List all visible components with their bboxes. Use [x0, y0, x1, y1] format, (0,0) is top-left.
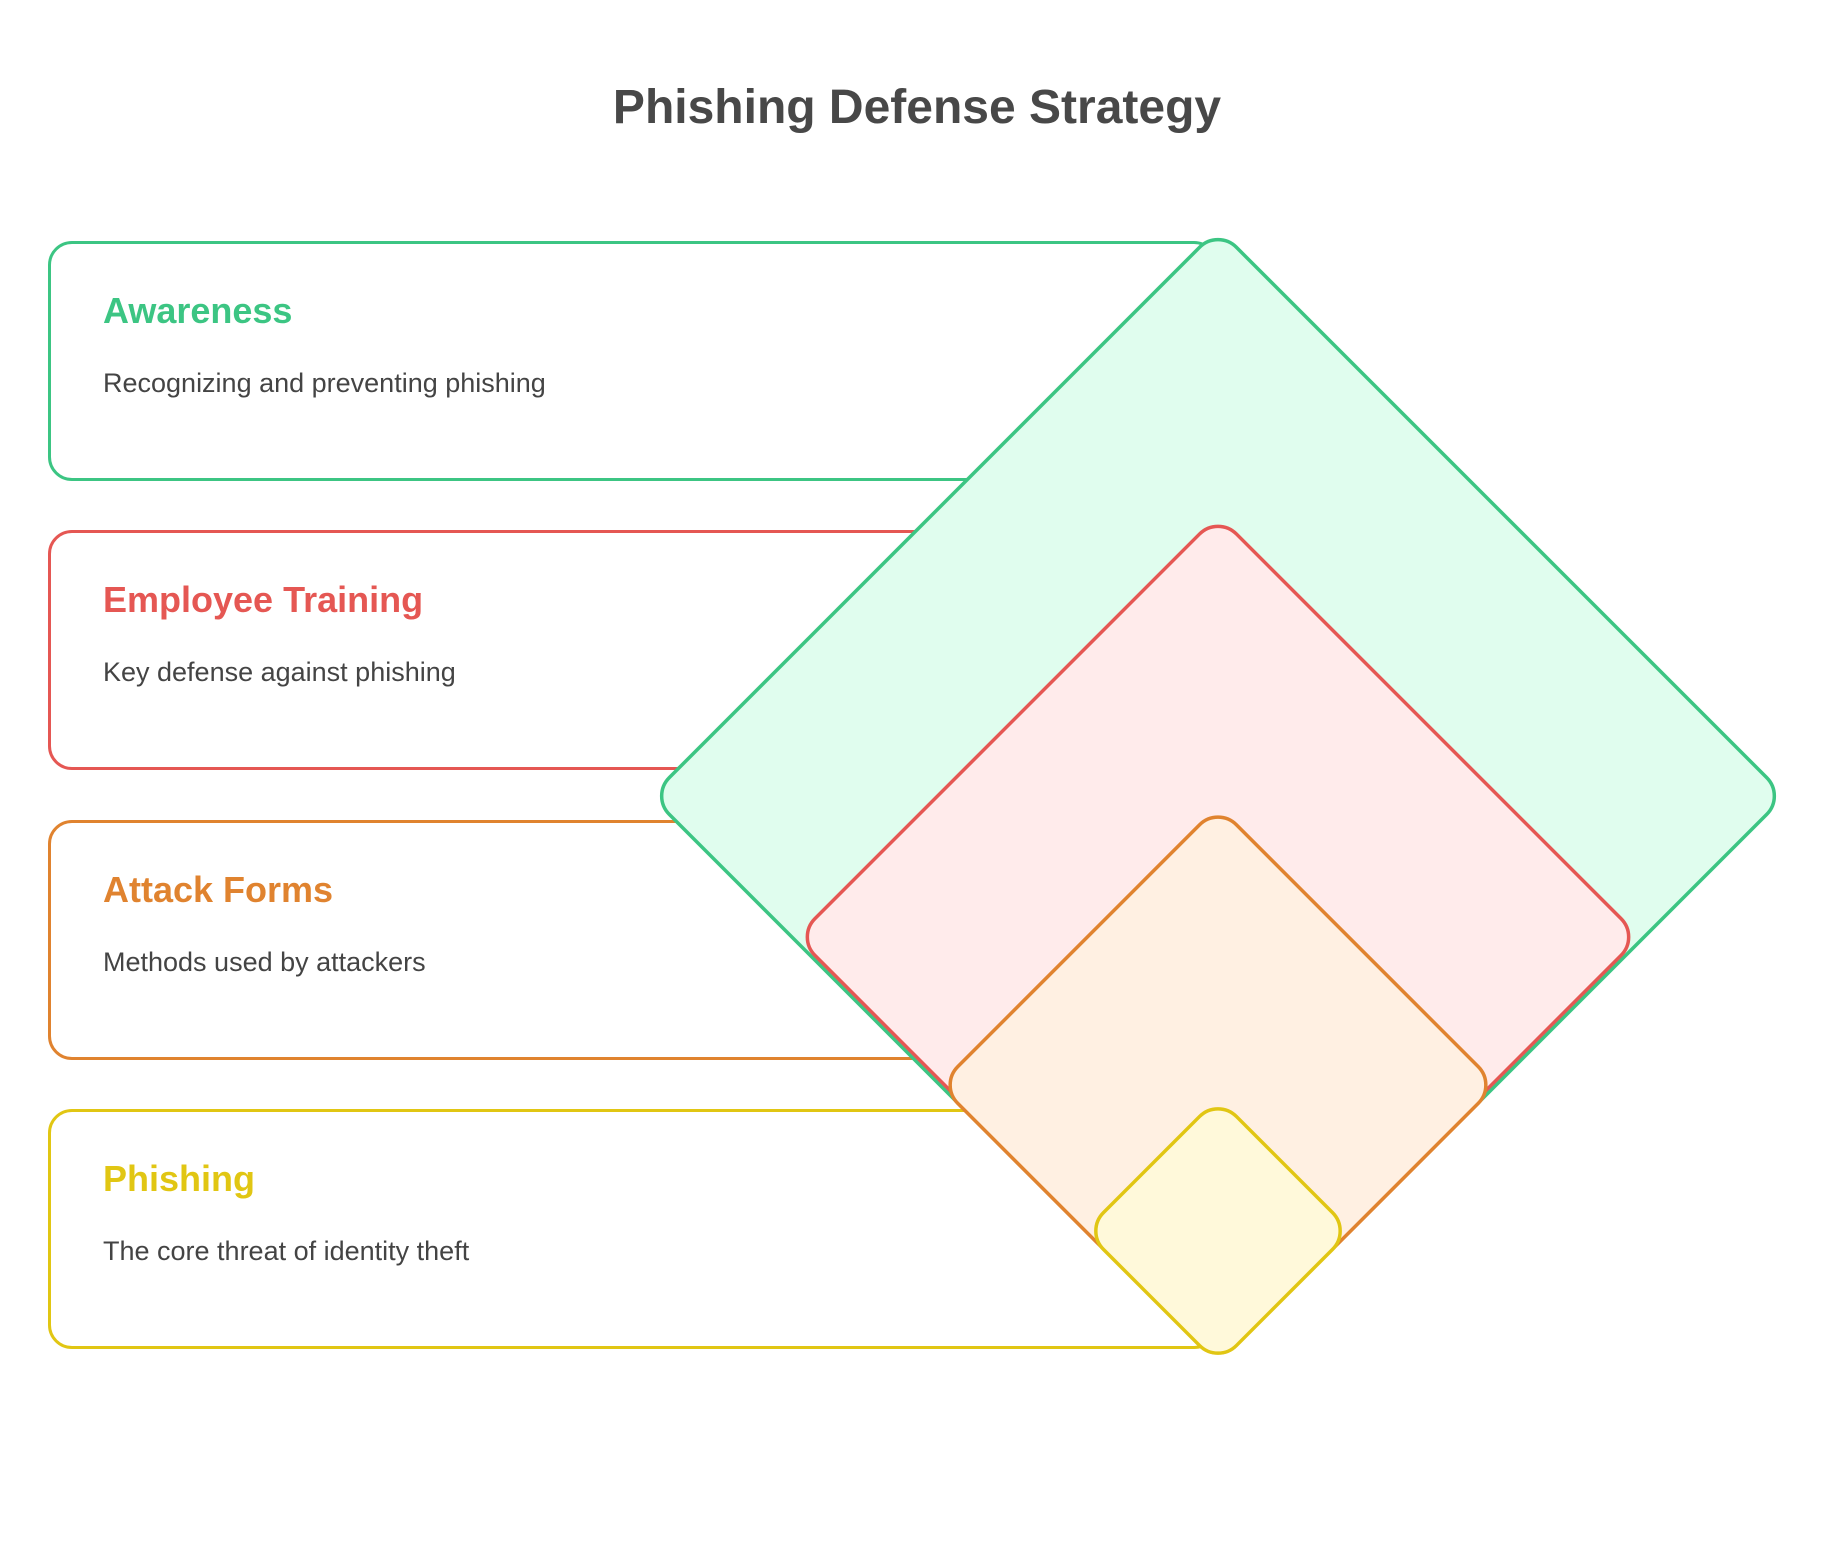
- layer-description: Key defense against phishing: [103, 657, 456, 687]
- diagram-title: Phishing Defense Strategy: [612, 81, 1222, 134]
- layer-heading: Attack Forms: [103, 869, 334, 910]
- layer-heading: Awareness: [103, 290, 293, 331]
- layer-description: Recognizing and preventing phishing: [103, 368, 546, 398]
- layer-description: The core threat of identity theft: [103, 1236, 470, 1266]
- layer-heading: Employee Training: [103, 579, 424, 620]
- diamond-phishing: [1094, 1107, 1342, 1355]
- diamond-attack-forms: [948, 815, 1488, 1355]
- layer-heading: Phishing: [103, 1158, 255, 1199]
- layer-description: Methods used by attackers: [103, 947, 426, 977]
